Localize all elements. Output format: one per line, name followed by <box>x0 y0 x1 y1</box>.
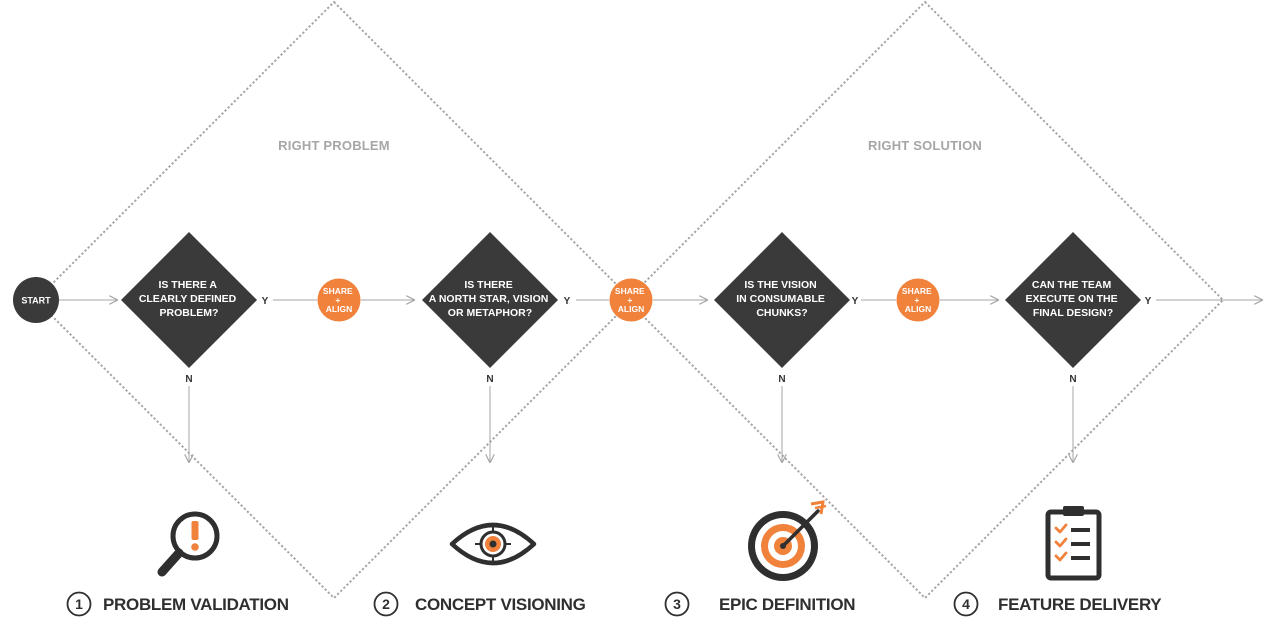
checklist-clipboard-icon <box>1045 506 1102 581</box>
decision-consumable-chunks: IS THE VISION IN CONSUMABLE CHUNKS? Y N <box>714 232 859 385</box>
stage-1-label: PROBLEM VALIDATION <box>103 595 289 614</box>
decision-4-text: CAN THE TEAM EXECUTE ON THE FINAL DESIGN… <box>1025 279 1120 319</box>
decision-3-text: IS THE VISION IN CONSUMABLE CHUNKS? <box>736 279 828 319</box>
stage-1-number: 1 <box>75 596 83 612</box>
stage-2: 2 CONCEPT VISIONING <box>373 591 586 617</box>
share-align-node-1: SHARE + ALIGN <box>317 278 361 322</box>
stage-3-label: EPIC DEFINITION <box>719 595 855 614</box>
start-label: START <box>21 296 51 306</box>
decision-north-star: IS THERE A NORTH STAR, VISION OR METAPHO… <box>422 232 571 385</box>
zone-label-right-problem: RIGHT PROBLEM <box>278 138 390 153</box>
zone-label-right-solution: RIGHT SOLUTION <box>868 138 982 153</box>
decision-problem-defined: IS THERE A CLEARLY DEFINED PROBLEM? Y N <box>121 232 269 385</box>
right-solution-zone-outline <box>625 0 1225 600</box>
svg-text:SHARE + ALIGN: SHARE + ALIGN <box>615 286 647 314</box>
decision-1-yes-label: Y <box>262 296 269 307</box>
stage-3-number: 3 <box>673 596 681 612</box>
magnifier-alert-icon <box>157 511 220 577</box>
stage-2-number: 2 <box>382 596 390 612</box>
eye-target-icon <box>449 522 537 566</box>
decision-2-no-label: N <box>486 374 493 385</box>
decision-2-text: IS THERE A NORTH STAR, VISION OR METAPHO… <box>429 279 552 319</box>
stage-2-label: CONCEPT VISIONING <box>415 595 586 614</box>
decision-team-execute: CAN THE TEAM EXECUTE ON THE FINAL DESIGN… <box>1005 232 1152 385</box>
svg-text:SHARE + ALIGN: SHARE + ALIGN <box>323 286 355 314</box>
svg-text:SHARE + ALIGN: SHARE + ALIGN <box>902 286 934 314</box>
stage-4: 4 FEATURE DELIVERY <box>953 591 1163 617</box>
decision-2-yes-label: Y <box>564 296 571 307</box>
bullseye-arrow-icon <box>748 500 827 581</box>
stage-1: 1 PROBLEM VALIDATION <box>66 591 289 617</box>
share-align-node-3: SHARE + ALIGN <box>896 278 940 322</box>
flow-connectors <box>59 300 1262 462</box>
decision-4-yes-label: Y <box>1145 296 1152 307</box>
decision-1-no-label: N <box>185 374 192 385</box>
decision-3-no-label: N <box>778 374 785 385</box>
stage-4-number: 4 <box>962 596 970 612</box>
decision-4-no-label: N <box>1069 374 1076 385</box>
share-align-node-2: SHARE + ALIGN <box>609 278 653 322</box>
stage-4-label: FEATURE DELIVERY <box>998 595 1162 614</box>
decision-3-yes-label: Y <box>852 296 859 307</box>
decision-1-text: IS THERE A CLEARLY DEFINED PROBLEM? <box>139 279 239 319</box>
right-problem-zone-outline <box>34 0 634 600</box>
start-node: START <box>13 277 59 323</box>
stage-3: 3 EPIC DEFINITION <box>664 591 856 617</box>
